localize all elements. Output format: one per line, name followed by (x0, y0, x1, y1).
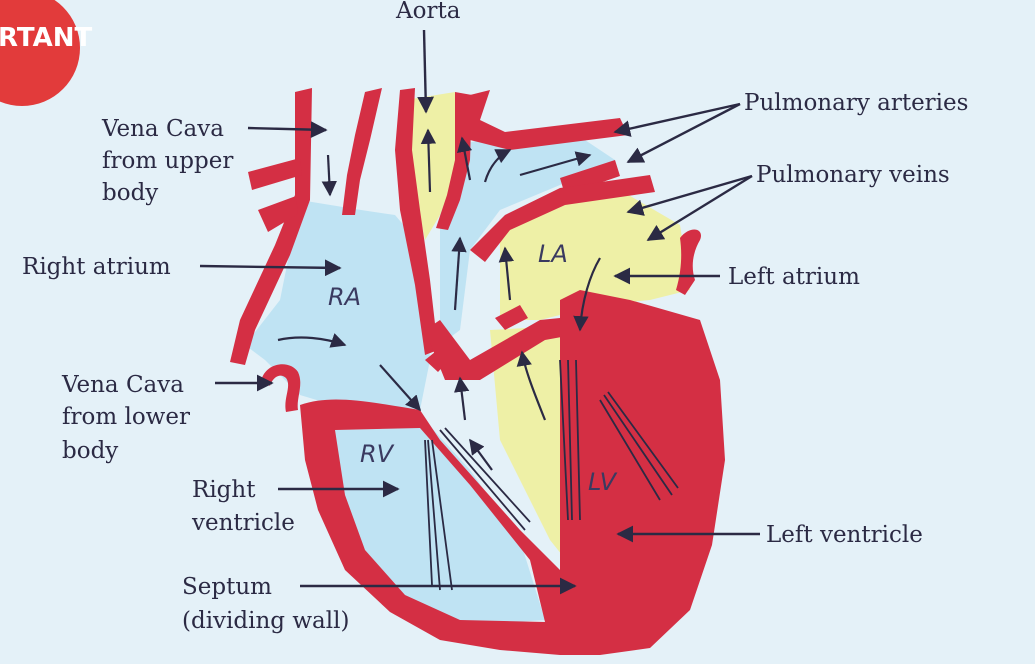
pulmonary-vein-curl (676, 229, 701, 295)
label-vena-cava-upper-3: body (102, 180, 158, 206)
badge-circle (0, 0, 80, 106)
callout-right-atrium (199, 259, 342, 277)
chamber-lv: LV (588, 468, 618, 496)
callout-pulm-vein-2 (646, 174, 753, 242)
label-right-atrium: Right atrium (22, 254, 171, 280)
rv-chordae (424, 439, 453, 591)
label-right-ventricle-2: ventricle (191, 510, 295, 536)
flow-la-lv (573, 257, 601, 332)
flow-ra-rv (379, 364, 422, 412)
flow-aorta-up-2 (457, 136, 473, 181)
right-atrium-blood (245, 200, 430, 410)
lv-chordae-left (559, 359, 581, 521)
callout-aorta (417, 29, 435, 114)
flow-lv-aorta (498, 246, 514, 301)
label-right-ventricle-1: Right (192, 477, 256, 503)
septal-chordae (439, 427, 531, 531)
callout-pulm-vein-1 (626, 174, 753, 216)
tricuspid-flap (425, 340, 458, 372)
left-atrium-blood (500, 190, 690, 320)
badge-text: RTANT (0, 23, 92, 53)
vena-cava-inner-wall (342, 88, 382, 215)
callout-pulm-art-2 (626, 102, 741, 164)
left-atrium-top-wall (470, 175, 655, 262)
chamber-ra: RA (328, 283, 361, 311)
label-left-atrium: Left atrium (728, 264, 860, 290)
label-septum-2: (dividing wall) (182, 608, 349, 634)
flow-rv-out (451, 236, 467, 311)
important-badge: RTANT (0, 0, 92, 106)
blood-flow-arrows (277, 128, 601, 471)
chamber-labels: RA LA RV LV (328, 240, 618, 496)
atrial-septum (425, 315, 600, 380)
pulmonary-trunk-blood (440, 135, 615, 345)
text-labels: Aorta Pulmonary arteries Vena Cava from … (22, 0, 968, 634)
label-vena-cava-lower-1: Vena Cava (61, 372, 184, 398)
vena-cava-upper-wall (230, 88, 312, 365)
label-left-ventricle: Left ventricle (766, 522, 923, 548)
label-vena-cava-lower-2: from lower (62, 404, 190, 430)
vena-cava-branch-lower (258, 196, 298, 232)
label-aorta: Aorta (395, 0, 461, 24)
mitral-flap (495, 305, 528, 330)
vena-cava-lower-curl (262, 364, 301, 412)
label-pulmonary-veins: Pulmonary veins (756, 162, 950, 188)
lv-chordae-right (599, 391, 679, 501)
flow-rv-up (453, 376, 470, 421)
flow-rv-up-2 (469, 438, 493, 471)
label-vena-cava-upper-2: from upper (102, 148, 233, 174)
chordae-tendineae (424, 359, 679, 591)
label-vena-cava-upper-1: Vena Cava (101, 116, 224, 142)
label-septum-1: Septum (182, 574, 272, 600)
flow-lv-up (516, 350, 547, 421)
callout-lines (199, 29, 760, 595)
aorta-right-wall (436, 92, 472, 230)
flow-aorta-up (420, 128, 437, 193)
label-vena-cava-lower-3: body (62, 438, 118, 464)
aorta-left-wall (395, 88, 438, 355)
flow-vc-down (321, 154, 337, 197)
flow-vc-lower-in (277, 333, 347, 348)
heart-walls (230, 88, 725, 655)
pulmonary-artery-top-wall (470, 90, 628, 150)
ventricle-outer-wall (300, 290, 725, 655)
callout-pulm-art-1 (613, 102, 741, 137)
chamber-rv: RV (360, 440, 395, 468)
flow-pulm-right (519, 151, 592, 177)
vena-cava-branch-upper (248, 158, 302, 190)
chamber-la: LA (538, 240, 568, 268)
flow-pulm-trunk (483, 149, 512, 183)
callout-vena-cava-upper (247, 121, 328, 139)
label-pulmonary-arteries: Pulmonary arteries (744, 90, 968, 116)
